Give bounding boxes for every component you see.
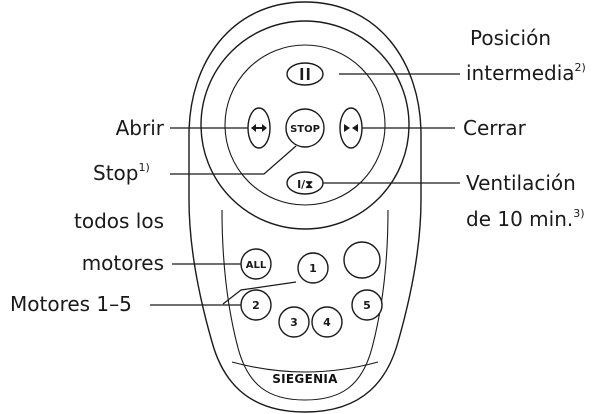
leader-stop bbox=[170, 145, 297, 175]
open-button[interactable] bbox=[247, 107, 271, 149]
close-button[interactable] bbox=[339, 107, 363, 149]
motor-2-label: 2 bbox=[252, 299, 260, 312]
note-2: 2) bbox=[575, 61, 586, 74]
motor-3-label: 3 bbox=[290, 316, 298, 329]
ventilation-button[interactable]: I/⧗ bbox=[286, 171, 324, 195]
inner-ring bbox=[224, 44, 386, 206]
pause-icon bbox=[300, 68, 310, 80]
note-1: 1) bbox=[138, 161, 149, 174]
label-motors: Motores 1–5 bbox=[10, 292, 132, 316]
labels: Posición intermedia2) Abrir Cerrar Stop1… bbox=[10, 26, 586, 316]
label-stop: Stop1) bbox=[93, 161, 150, 185]
motor-4-label: 4 bbox=[323, 316, 331, 329]
label-all-line2: motores bbox=[82, 251, 164, 275]
motor-5-label: 5 bbox=[363, 299, 371, 312]
motor-3-button[interactable]: 3 bbox=[278, 306, 310, 338]
close-arrows-icon bbox=[344, 124, 358, 132]
stop-button[interactable]: STOP bbox=[285, 108, 325, 148]
motor-1-label: 1 bbox=[309, 262, 317, 275]
intermediate-position-button[interactable] bbox=[286, 62, 324, 86]
label-all-line1: todos los bbox=[74, 209, 164, 233]
label-intermediate-line1: Posición bbox=[470, 26, 551, 50]
label-ventilation-line1: Ventilación bbox=[466, 171, 576, 195]
leader-lines bbox=[150, 73, 460, 306]
brand-logo: SIEGENIA bbox=[272, 372, 338, 386]
label-ventilation-line2: de 10 min.3) bbox=[466, 207, 585, 231]
motor-5-button[interactable]: 5 bbox=[351, 289, 383, 321]
note-3: 3) bbox=[573, 207, 584, 220]
open-arrows-icon bbox=[251, 124, 267, 132]
motor-1-button[interactable]: 1 bbox=[297, 252, 329, 284]
all-button[interactable]: ALL bbox=[240, 248, 272, 280]
label-close: Cerrar bbox=[463, 116, 527, 140]
ventilation-timer-icon: I/⧗ bbox=[297, 178, 313, 191]
label-open: Abrir bbox=[116, 116, 165, 140]
ventilation-button-label: I/⧗ bbox=[297, 178, 313, 191]
leader-motors-top bbox=[222, 281, 297, 305]
motor-2-button[interactable]: 2 bbox=[240, 289, 272, 321]
label-intermediate-line2: intermedia2) bbox=[466, 61, 586, 85]
motor-4-button[interactable]: 4 bbox=[311, 306, 343, 338]
blank-button[interactable] bbox=[343, 241, 381, 279]
remote-bottom-arc bbox=[231, 361, 379, 373]
stop-button-label: STOP bbox=[290, 124, 320, 135]
all-button-label: ALL bbox=[246, 260, 267, 271]
